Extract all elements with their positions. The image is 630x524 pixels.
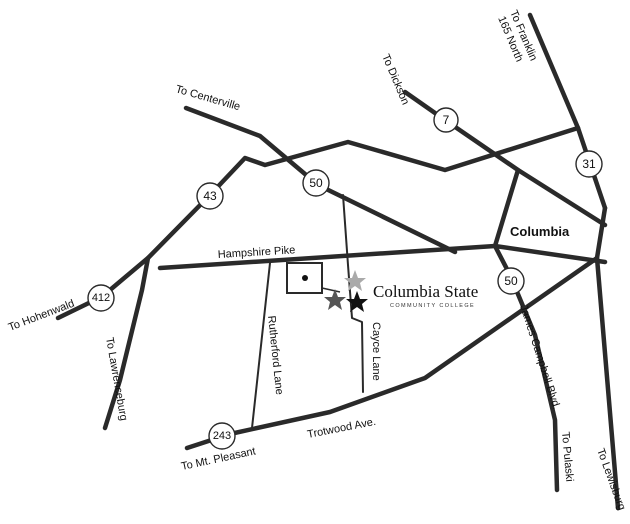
route-shield-243: 243: [208, 422, 236, 450]
svg-text:243: 243: [213, 430, 231, 442]
label-to-mt-pleasant: To Mt. Pleasant: [180, 445, 257, 473]
road-network: [55, 12, 621, 511]
logo-name: Columbia State: [373, 282, 478, 301]
campus-leader: [321, 287, 341, 293]
label-james-campbell: James Campbell Blvd.: [517, 303, 562, 411]
label-to-pulaski: To Pulaski: [559, 431, 575, 482]
svg-text:412: 412: [92, 292, 110, 304]
road-route-7: [402, 89, 608, 228]
svg-text:43: 43: [203, 189, 217, 203]
road-james-campbell: [507, 272, 560, 493]
road-connector: [492, 167, 521, 278]
logo-stars: [324, 270, 368, 312]
road-rutherford-lane: [251, 262, 271, 429]
campus-parcel: [286, 262, 323, 294]
star-mid-icon: [324, 289, 346, 310]
route-shield-31: 31: [575, 150, 603, 178]
label-cayce: Cayce Lane: [370, 322, 382, 381]
road-us31-north: [527, 12, 608, 211]
route-shield-50-north: 50: [302, 169, 330, 197]
svg-text:31: 31: [582, 157, 596, 171]
star-light-icon: [344, 270, 366, 291]
label-trotwood: Trotwood Ave.: [306, 416, 377, 441]
logo-subtitle: COMMUNITY COLLEGE: [390, 303, 475, 309]
city-label: Columbia: [510, 224, 570, 239]
label-hampshire-pike: Hampshire Pike: [217, 244, 295, 261]
route-shield-43: 43: [196, 182, 224, 210]
label-to-dickson: To Dickson: [379, 52, 411, 106]
route-shield-7: 7: [433, 107, 459, 133]
road-route-43-south: [102, 255, 151, 431]
road-cayce-lane: [342, 194, 364, 393]
svg-text:50: 50: [309, 176, 323, 190]
route-shield-50-east: 50: [497, 267, 525, 295]
campus-dot: [302, 275, 308, 281]
route-shield-412: 412: [87, 284, 115, 312]
svg-text:50: 50: [504, 274, 518, 288]
svg-text:7: 7: [443, 113, 450, 127]
label-to-lewisburg: To Lewisburg: [594, 447, 627, 512]
label-rutherford: Rutherford Lane: [265, 315, 285, 395]
star-dark-icon: [346, 291, 368, 312]
